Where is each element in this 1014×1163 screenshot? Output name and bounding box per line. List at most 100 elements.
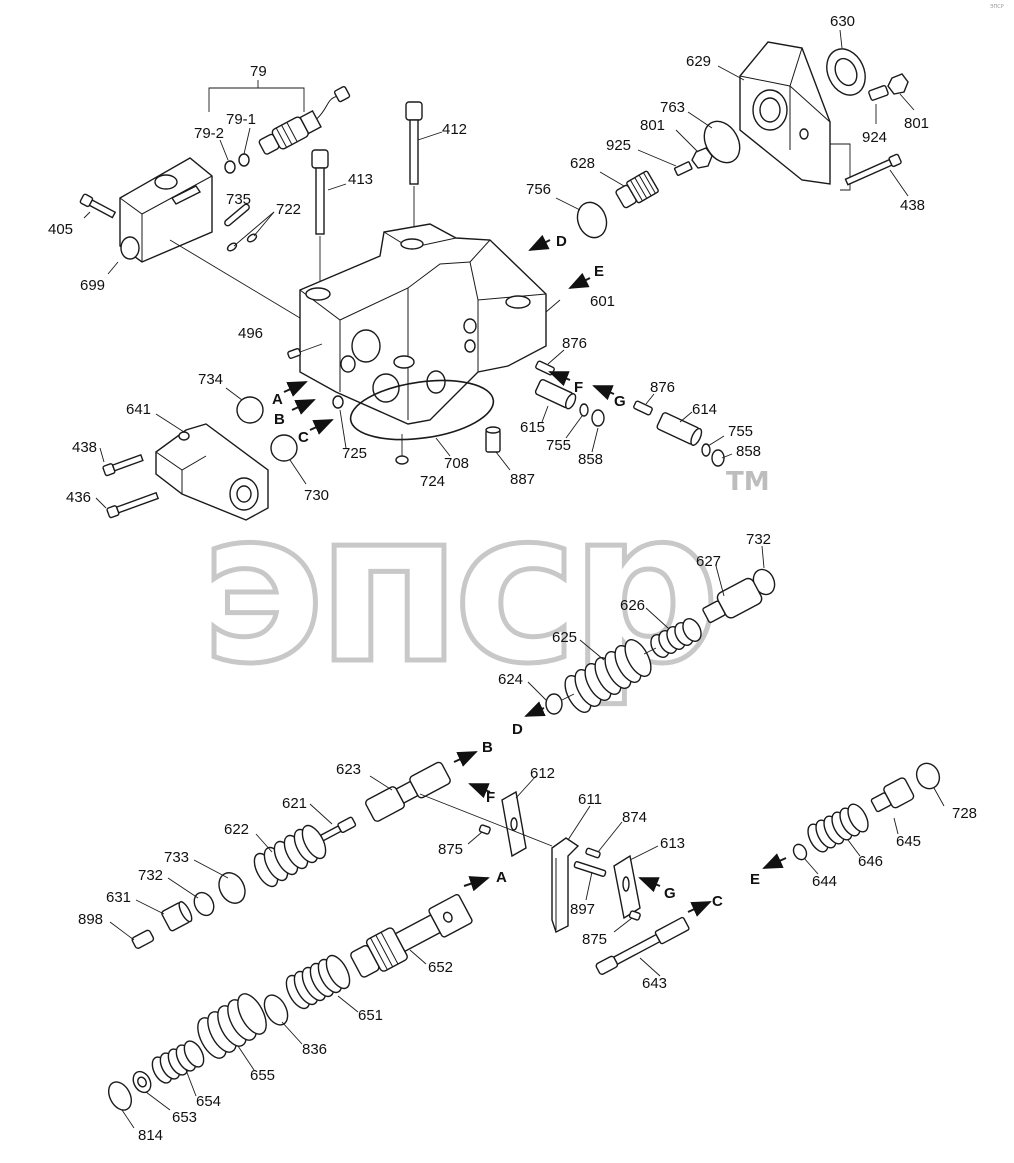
label-621: 621 [282,795,307,812]
label-436: 436 [66,489,91,506]
spool-623 [365,761,451,822]
screw-924 [868,85,889,101]
label-644: 644 [812,873,837,890]
flow-arrows [283,234,787,917]
label-leaders [83,29,945,1129]
label-413: 413 [348,171,373,188]
label-734: 734 [198,371,223,388]
label-601: 601 [590,293,615,310]
spool-643 [595,916,690,975]
spring-651 [285,954,351,1010]
spring-646 [807,803,869,853]
spring-655 [197,993,267,1059]
pin-875-upper [478,824,491,835]
o-ring-734 [236,396,264,424]
label-655: 655 [250,1067,275,1084]
label-652: 652 [428,959,453,976]
label-627: 627 [696,553,721,570]
label-646: 646 [858,853,883,870]
o-ring-730 [270,434,298,462]
spool-615 [534,379,577,410]
nut-801-right [887,73,909,95]
o-ring-763 [703,120,741,164]
label-732-upper: 732 [746,531,771,548]
label-755-lower: 755 [728,423,753,440]
port-G-lower: G [664,885,676,902]
port-E-upper: E [594,263,604,280]
label-708: 708 [444,455,469,472]
bolt-405 [79,193,117,219]
spring-622 [253,824,327,888]
label-614: 614 [692,401,717,418]
pin-874 [585,847,601,859]
label-699: 699 [80,277,105,294]
pin-875-lower [628,910,641,921]
pin-876-lower [633,400,653,416]
label-725: 725 [342,445,367,462]
label-626: 626 [620,597,645,614]
label-623: 623 [336,761,361,778]
label-722: 722 [276,201,301,218]
label-405: 405 [48,221,73,238]
snap-ring-814 [108,1081,132,1111]
label-898: 898 [78,911,103,928]
port-E-lower: E [750,871,760,888]
port-F-upper: F [574,379,583,396]
bolt-438-left [102,453,144,477]
label-801-right: 801 [904,115,929,132]
o-ring-708 [349,379,495,441]
pin-496 [287,347,302,359]
block-699 [119,157,321,331]
label-628: 628 [570,155,595,172]
bolt-436 [106,491,160,519]
o-ring-724 [395,455,409,465]
label-629: 629 [686,53,711,70]
label-438-right: 438 [900,197,925,214]
o-ring-858-upper [591,409,605,427]
label-735: 735 [226,191,251,208]
label-653: 653 [172,1109,197,1126]
port-A-lower: A [496,869,507,886]
spring-626 [650,618,702,658]
port-G-upper: G [614,393,626,410]
part-labels: 79 79-1 79-2 405 699 735 722 413 412 496… [48,13,977,1144]
label-876-upper: 876 [562,335,587,352]
label-631: 631 [106,889,131,906]
port-C-body: C [298,429,309,446]
label-412: 412 [442,121,467,138]
label-874: 874 [622,809,647,826]
label-875-upper: 875 [438,841,463,858]
bolt-413 [311,149,329,290]
nut-801-left [691,147,713,169]
port-letters: A B C D E F G D B F A G C E [272,233,760,910]
label-756: 756 [526,181,551,198]
spool-652 [350,894,473,978]
label-801-left: 801 [640,117,665,134]
o-ring-624 [545,693,563,715]
solenoid-assembly-79 [208,80,351,174]
label-814: 814 [138,1127,163,1144]
label-836: 836 [302,1041,327,1058]
label-858-upper: 858 [578,451,603,468]
pin-897 [573,861,607,877]
spring-seat-627 [702,577,763,624]
cover-641 [155,423,269,521]
label-79-2: 79-2 [194,125,224,142]
o-ring-733 [218,872,246,904]
label-728: 728 [952,805,977,822]
label-858-lower: 858 [736,443,761,460]
housing-629 [739,41,851,191]
label-496: 496 [238,325,263,342]
label-438-left: 438 [72,439,97,456]
label-875-lower: 875 [582,931,607,948]
port-B-lower: B [482,739,493,756]
washer-644 [792,843,808,861]
label-79: 79 [250,63,267,80]
screw-925 [673,161,693,176]
o-ring-79-1 [238,153,250,167]
label-645: 645 [896,833,921,850]
plug-628 [615,170,659,209]
o-ring-858-lower [711,449,725,467]
label-651: 651 [358,1007,383,1024]
